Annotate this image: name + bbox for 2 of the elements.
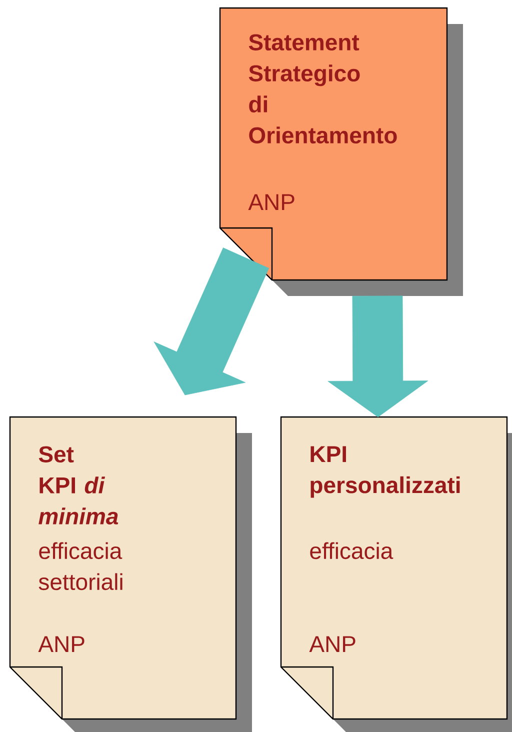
block-arrow [328,296,428,418]
block-arrow [154,248,269,396]
